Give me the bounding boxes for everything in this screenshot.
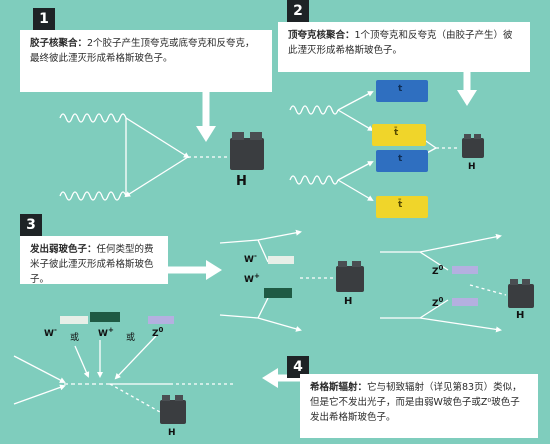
label-antitop-2: t̄ bbox=[398, 200, 403, 210]
label-higgs-2: H bbox=[468, 162, 476, 172]
panel-1-body: 2个胶子产生顶夸克或底夸克和反夸克，最终彼此湮灭形成希格斯玻色子。 bbox=[30, 38, 255, 64]
legend-w-minus-sup: - bbox=[53, 326, 57, 334]
z-block-lower bbox=[452, 298, 478, 306]
label-higgs-1: H bbox=[236, 174, 247, 189]
panel-2-number: 2 bbox=[287, 0, 309, 22]
label-top-2: t bbox=[398, 154, 403, 164]
panel-3-title: 发出弱玻色子： bbox=[30, 244, 97, 255]
top-quark-block-1 bbox=[376, 80, 428, 102]
higgs-block-2 bbox=[462, 134, 484, 158]
panel-1-title: 胶子核聚合： bbox=[30, 38, 88, 49]
w-minus-sup: - bbox=[253, 252, 257, 260]
panel-3-number: 3 bbox=[20, 214, 42, 236]
gluon-line-2b bbox=[289, 175, 339, 185]
z-lower-base: Z bbox=[432, 299, 439, 309]
higgs-block-3b bbox=[508, 279, 534, 308]
panel-1-caption: 胶子核聚合：2个胶子产生顶夸克或底夸克和反夸克，最终彼此湮灭形成希格斯玻色子。 bbox=[20, 30, 272, 92]
panel-1-number: 1 bbox=[33, 8, 55, 30]
panel-4-body: 它与韧致辐射（详见第83页）类似，但是它不发出光子，而是由弱W玻色子或Z⁰玻色子… bbox=[310, 382, 522, 423]
z-upper-base: Z bbox=[432, 267, 439, 277]
top-quark-block-2 bbox=[376, 150, 428, 172]
label-w-plus: W+ bbox=[244, 272, 260, 285]
antitop-quark-block-2 bbox=[376, 196, 428, 218]
legend-label-w-plus: W+ bbox=[98, 326, 114, 339]
panel-4-number: 4 bbox=[287, 356, 309, 378]
legend-z-base: Z bbox=[152, 329, 159, 339]
legend-w-plus-sup: + bbox=[107, 326, 114, 334]
legend-w-minus-block bbox=[60, 316, 88, 324]
quark-loop-top bbox=[125, 117, 190, 159]
w-plus-base: W bbox=[244, 275, 254, 285]
label-higgs-3b: H bbox=[516, 310, 525, 321]
panel-3-caption: 发出弱玻色子：任何类型的费米子彼此湮灭形成希格斯玻色子。 bbox=[20, 236, 168, 285]
panel-2-title: 顶夸克核聚合： bbox=[288, 30, 355, 41]
higgs-block-1 bbox=[230, 132, 264, 170]
panel-2-caption: 顶夸克核聚合：1个顶夸克和反夸克（由胶子产生）彼此湮灭形成希格斯玻色子。 bbox=[278, 22, 530, 72]
diagram-higgs-strahlung bbox=[13, 335, 236, 413]
legend-label-w-minus: W- bbox=[44, 326, 57, 339]
gluon-line-2a bbox=[289, 105, 339, 115]
higgs-block-3a bbox=[336, 261, 364, 292]
diagram-z-fusion bbox=[380, 233, 507, 333]
higgs-block-4 bbox=[160, 395, 186, 424]
legend-or-2: 或 bbox=[126, 333, 136, 343]
legend-w-minus-base: W bbox=[44, 329, 54, 339]
z-upper-sup: 0 bbox=[438, 264, 444, 272]
diagram-gluon-fusion bbox=[59, 113, 228, 201]
panel-2-body: 1个顶夸克和反夸克（由胶子产生）彼此湮灭形成希格斯玻色子。 bbox=[288, 30, 513, 56]
w-plus-sup: + bbox=[253, 272, 260, 280]
legend-w-plus-base: W bbox=[98, 329, 108, 339]
label-higgs-3a: H bbox=[344, 296, 353, 307]
gluon-line-upper bbox=[59, 113, 127, 123]
antitop-quark-block-1 bbox=[372, 124, 426, 146]
pointer-arrows bbox=[168, 72, 477, 388]
diagram-w-fusion bbox=[219, 229, 334, 332]
label-w-minus: W- bbox=[244, 252, 257, 265]
w-minus-base: W bbox=[244, 255, 254, 265]
w-plus-block bbox=[264, 288, 292, 298]
label-top-1: t bbox=[398, 84, 403, 94]
legend-w-plus-block bbox=[90, 312, 120, 322]
label-z-lower: Z0 bbox=[432, 296, 443, 309]
w-minus-block bbox=[268, 256, 294, 264]
legend-or-1: 或 bbox=[70, 333, 80, 343]
panel-4-title: 希格斯辐射： bbox=[310, 382, 368, 393]
legend-z-sup: 0 bbox=[158, 326, 164, 334]
quark-loop-bottom bbox=[124, 156, 189, 198]
gluon-line-lower bbox=[59, 191, 127, 201]
z-block-upper bbox=[452, 266, 478, 274]
z-lower-sup: 0 bbox=[438, 296, 444, 304]
label-higgs-4: H bbox=[168, 428, 176, 438]
label-z-upper: Z0 bbox=[432, 264, 443, 277]
legend-z-block bbox=[148, 316, 174, 324]
legend-label-z: Z0 bbox=[152, 326, 163, 339]
panel-3-body: 任何类型的费米子彼此湮灭形成希格斯玻色子。 bbox=[30, 244, 154, 285]
label-antitop-1: t̄ bbox=[394, 128, 399, 138]
panel-4-caption: 希格斯辐射：它与韧致辐射（详见第83页）类似，但是它不发出光子，而是由弱W玻色子… bbox=[300, 374, 538, 438]
